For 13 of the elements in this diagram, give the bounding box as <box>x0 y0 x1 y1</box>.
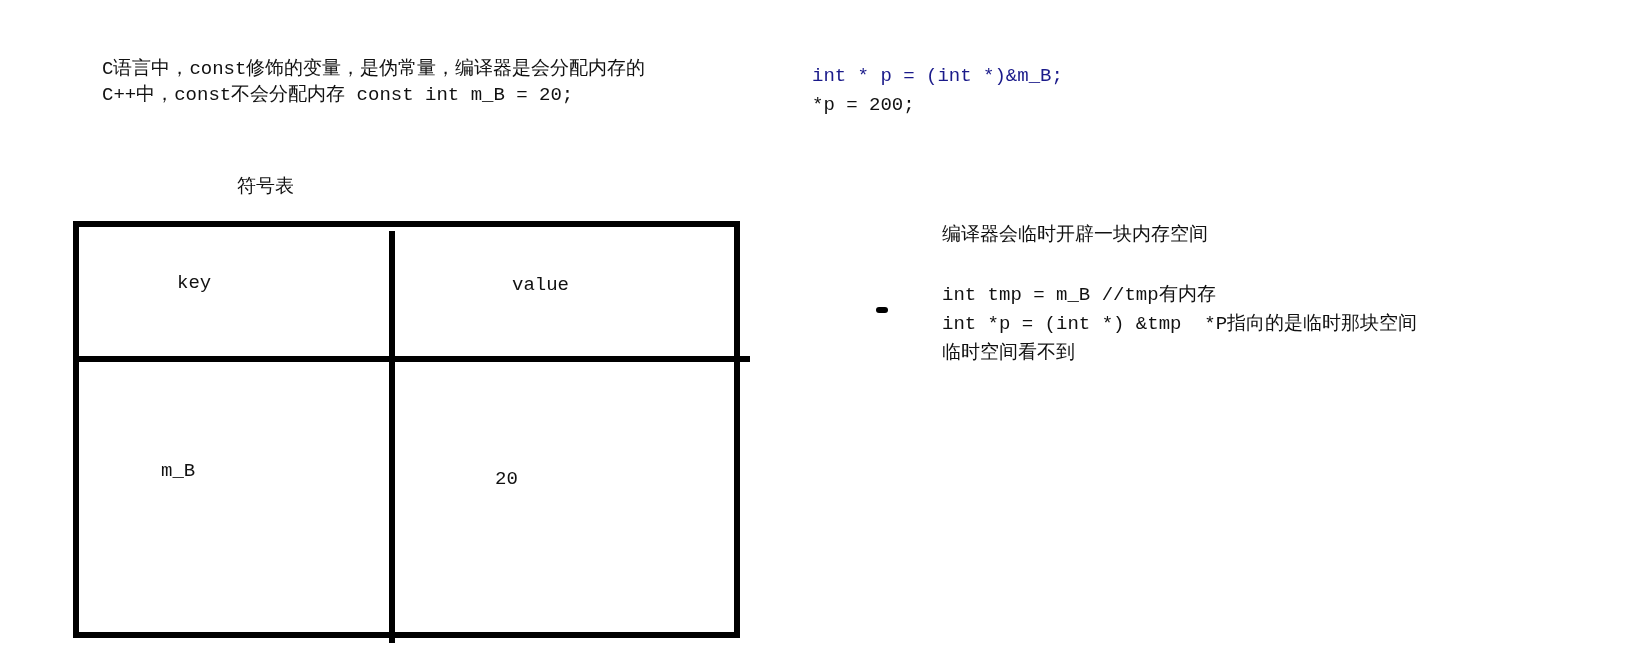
code-line: *p = 200; <box>812 94 915 116</box>
note-text: 编译器会临时开辟一块内存空间 <box>942 224 1208 246</box>
code-line: int *p = (int *) &tmp *P指向的是临时那块空间 <box>942 313 1418 335</box>
column-header: value <box>512 274 569 296</box>
note-text: C++中，const不会分配内存 const int m_B = 20; <box>102 84 574 106</box>
table-title: 符号表 <box>237 176 294 198</box>
note-text: C语言中，const修饰的变量，是伪常量，编译器是会分配内存的 <box>102 58 646 80</box>
table-entry: 20 <box>495 468 518 490</box>
code-line: int * p = (int *)&m_B; <box>812 65 1063 87</box>
note-text: 临时空间看不到 <box>942 342 1075 364</box>
table-entry: m_B <box>161 460 196 482</box>
column-header: key <box>177 272 212 294</box>
code-line: int tmp = m_B //tmp有内存 <box>942 284 1216 306</box>
